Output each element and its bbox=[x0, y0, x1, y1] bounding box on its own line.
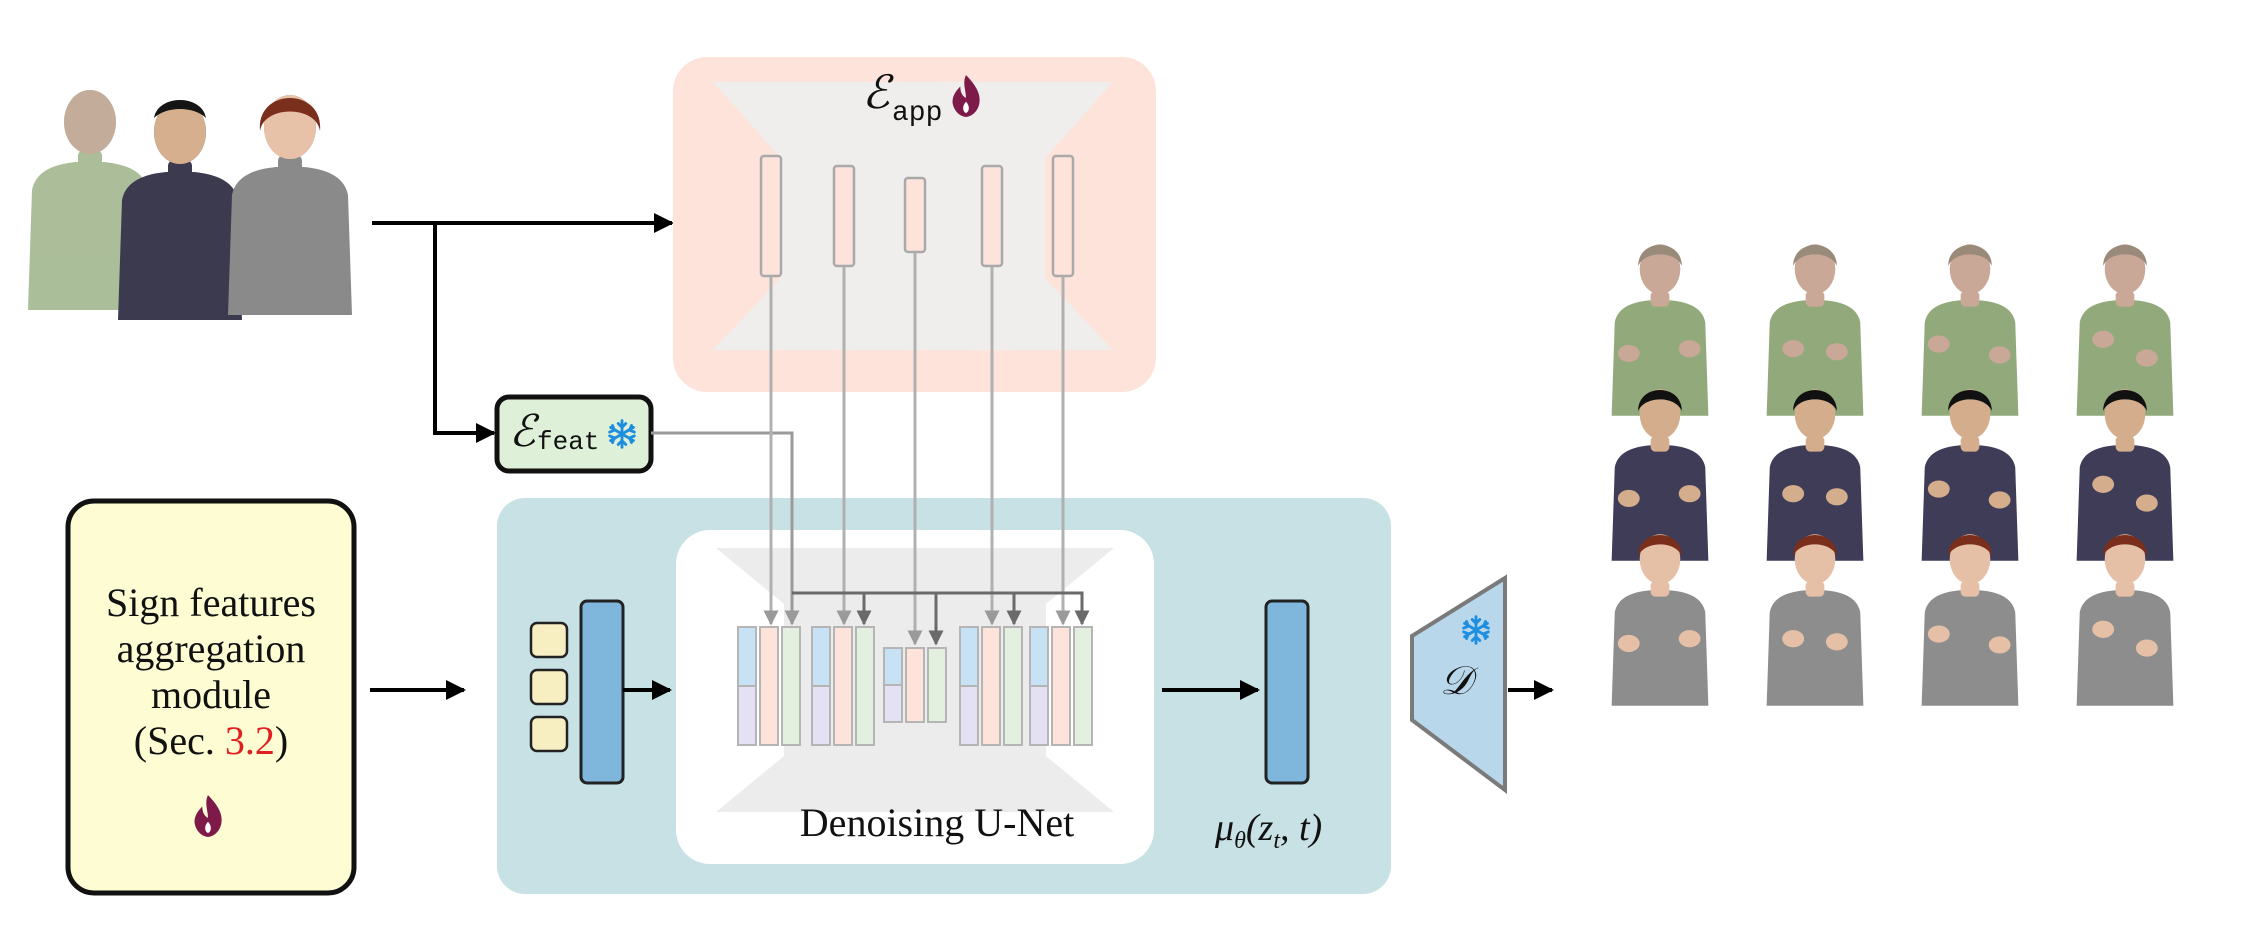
token-1 bbox=[529, 621, 569, 659]
unet-layer bbox=[959, 626, 979, 746]
app-encoder-subscript: app bbox=[892, 98, 942, 129]
unet-layer bbox=[981, 626, 1001, 746]
unet-layer bbox=[855, 626, 875, 746]
output-images bbox=[1611, 244, 2174, 706]
aggregation-module bbox=[65, 498, 357, 896]
condition-feature-block bbox=[579, 599, 625, 785]
unet-layer bbox=[759, 626, 779, 746]
app-encoder-symbol: ℰ bbox=[862, 67, 894, 118]
decoder bbox=[1410, 574, 1507, 795]
skip-connections bbox=[651, 252, 1090, 646]
unet-layer bbox=[927, 647, 947, 723]
generated-frame bbox=[2076, 534, 2174, 706]
unet-layer bbox=[883, 647, 903, 723]
generated-frame bbox=[1766, 389, 1864, 561]
token-2 bbox=[529, 668, 569, 706]
feat-encoder-symbol: ℰ bbox=[509, 407, 540, 456]
generated-frame bbox=[1611, 244, 1709, 416]
unet-layer bbox=[781, 626, 801, 746]
unet-layer bbox=[1029, 626, 1049, 746]
generated-frame bbox=[1921, 534, 2019, 706]
generated-frame bbox=[2076, 389, 2174, 561]
unet-layer bbox=[1073, 626, 1093, 746]
reference-person-3 bbox=[228, 95, 352, 315]
token-3 bbox=[529, 715, 569, 753]
reference-person-1 bbox=[28, 90, 152, 310]
generated-frame bbox=[1766, 244, 1864, 416]
unet-layer bbox=[737, 626, 757, 746]
unet-layer bbox=[811, 626, 831, 746]
appearance-encoder bbox=[673, 57, 1156, 392]
unet-layers bbox=[737, 626, 1093, 746]
unet-layer bbox=[1003, 626, 1023, 746]
unet-layer bbox=[1051, 626, 1071, 746]
generated-frame bbox=[1921, 389, 2019, 561]
unet-label: Denoising U-Net bbox=[800, 800, 1074, 845]
feat-encoder-subscript: feat bbox=[537, 427, 599, 457]
generated-frame bbox=[1921, 244, 2019, 416]
output-label: μθ(zt, t) bbox=[1214, 807, 1322, 854]
generated-frame bbox=[1611, 534, 1709, 706]
aggregation-line-2: aggregation bbox=[117, 626, 306, 671]
reference-arrows bbox=[372, 213, 674, 443]
noise-prediction-block bbox=[1264, 599, 1310, 785]
generated-frame bbox=[2076, 244, 2174, 416]
reference-images bbox=[28, 90, 352, 320]
unet-layer bbox=[833, 626, 853, 746]
aggregation-section-ref: (Sec. 3.2) bbox=[134, 718, 288, 763]
generated-frame bbox=[1766, 534, 1864, 706]
generated-frame bbox=[1611, 389, 1709, 561]
section-ref-link[interactable]: 3.2 bbox=[225, 718, 275, 763]
aggregation-line-1: Sign features bbox=[106, 580, 316, 625]
aggregation-line-3: module bbox=[151, 672, 271, 717]
reference-person-2 bbox=[118, 100, 242, 320]
unet-layer bbox=[905, 647, 925, 723]
